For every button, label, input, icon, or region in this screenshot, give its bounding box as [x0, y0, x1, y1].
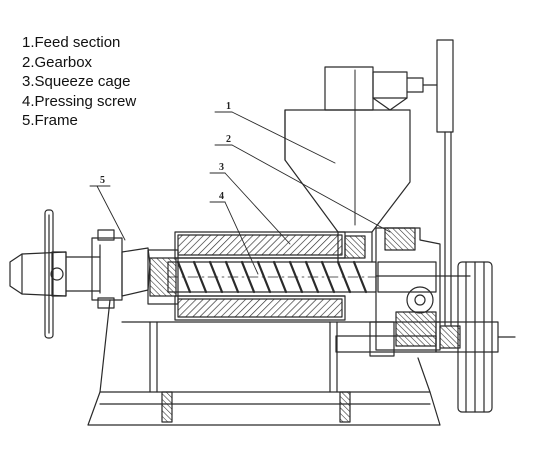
callout-1: 1 — [226, 101, 231, 112]
callout-3: 3 — [219, 162, 224, 173]
leader-lines — [89, 111, 391, 275]
callout-4: 4 — [219, 191, 224, 202]
drive-belt-shaft — [422, 39, 454, 326]
pressing-screw — [167, 260, 377, 294]
drive-pulley — [435, 261, 516, 413]
callout-2: 2 — [226, 134, 231, 145]
legend-item-frame: 5.Frame — [22, 112, 78, 129]
legend-item-feed-section: 1.Feed section — [22, 34, 121, 51]
adjusting-sleeve — [91, 229, 151, 309]
feed-hopper — [284, 69, 411, 263]
adjusting-cone — [9, 251, 101, 297]
gearbox — [375, 227, 471, 351]
squeeze-cage — [174, 231, 346, 321]
parts-legend: 1.Feed section 2.Gearbox 3.Squeeze cage … — [22, 33, 136, 131]
callout-5: 5 — [100, 175, 105, 186]
feeder-motor — [324, 66, 424, 111]
legend-item-gearbox: 2.Gearbox — [22, 53, 93, 71]
legend-item-pressing-screw: 4.Pressing screw — [22, 92, 137, 110]
frame — [87, 299, 441, 426]
legend-item-squeeze-cage: 3.Squeeze cage — [22, 73, 131, 90]
